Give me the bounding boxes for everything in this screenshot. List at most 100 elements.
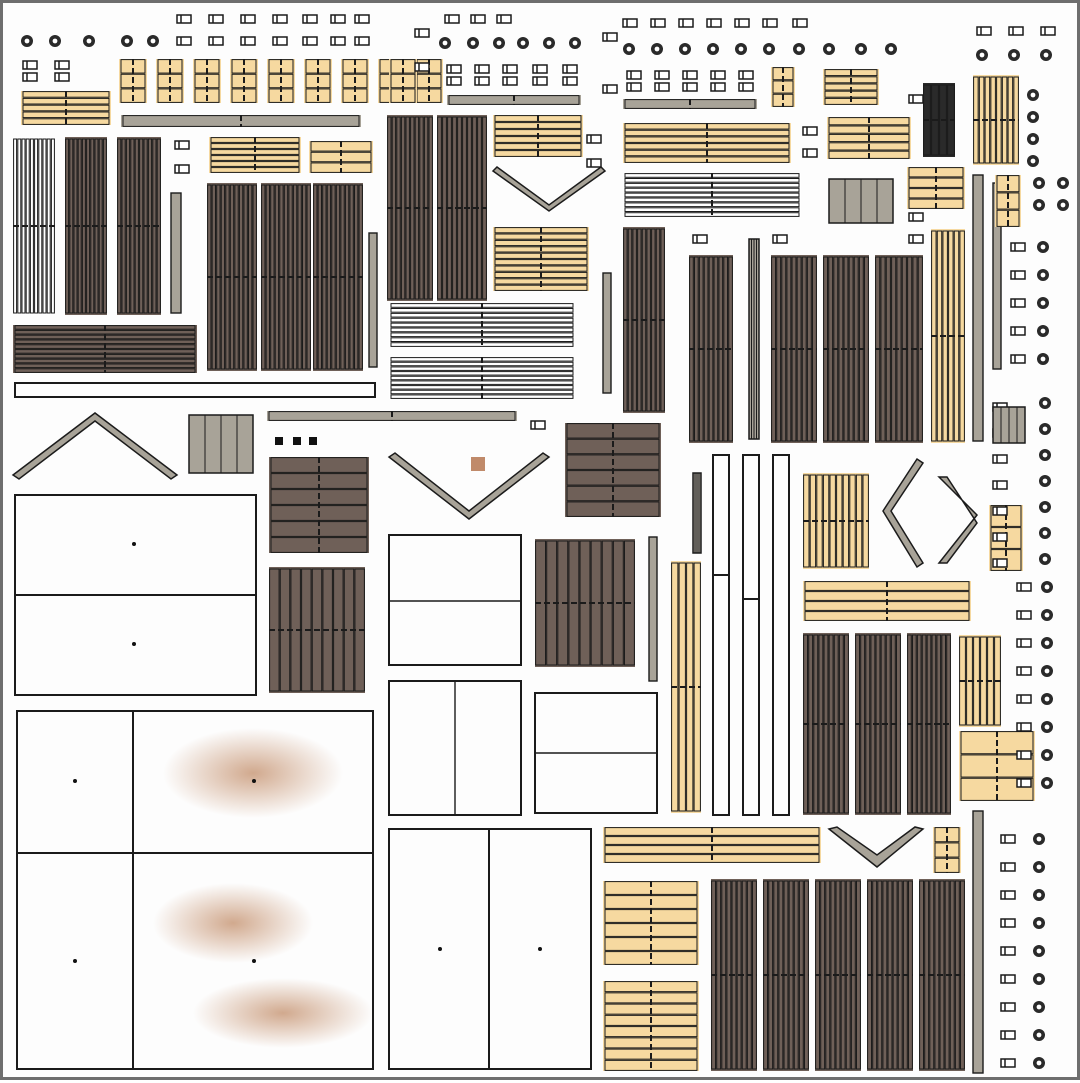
plank-block-vertical: [623, 227, 665, 413]
plank-block-vertical: [875, 255, 923, 443]
plank-block-horizontal: [21, 91, 111, 125]
post: [972, 810, 984, 1074]
bolt-part: [272, 36, 288, 46]
bolt-part: [1000, 1030, 1016, 1040]
bolt-part: [174, 164, 190, 174]
bolt-part: [602, 32, 618, 42]
plank-block-horizontal: [121, 115, 361, 127]
bolt-part: [208, 14, 224, 24]
plank-block-horizontal: [623, 99, 757, 109]
plank-block-horizontal: [13, 325, 197, 373]
small-plank-tile: [119, 59, 147, 103]
gear-part: [1037, 353, 1049, 365]
plank-block-horizontal: [603, 981, 699, 1071]
bolt-part: [354, 36, 370, 46]
bolt-part: [496, 14, 512, 24]
bolt-part: [272, 14, 288, 24]
small-plank-tile: [959, 731, 1035, 801]
small-plank-tile: [995, 175, 1021, 227]
plank-block-vertical: [907, 633, 951, 815]
small-plank-tile: [193, 59, 221, 103]
bolt-part: [738, 70, 754, 80]
fence-lattice-piece: [828, 178, 894, 224]
chain-piece: [692, 472, 702, 554]
plank-block-vertical: [931, 229, 965, 443]
gear-part: [1033, 861, 1045, 873]
gear-part: [467, 37, 479, 49]
gear-part: [679, 43, 691, 55]
gear-part: [651, 43, 663, 55]
plank-block-horizontal: [565, 423, 661, 517]
plank-block-vertical: [13, 137, 55, 315]
plank-block-horizontal: [823, 69, 879, 105]
dark-wood-panel-center-bottom: [388, 534, 658, 1070]
gear-part: [1027, 133, 1039, 145]
bolt-part: [174, 140, 190, 150]
gear-part: [885, 43, 897, 55]
bolt-part: [992, 506, 1008, 516]
bolt-part: [1010, 326, 1026, 336]
gear-part: [1039, 475, 1051, 487]
small-plank-tile: [156, 59, 184, 103]
bolt-part: [444, 14, 460, 24]
plank-block-vertical: [919, 879, 965, 1071]
bolt-part: [1000, 890, 1016, 900]
bolt-part: [992, 454, 1008, 464]
bolt-part: [1010, 270, 1026, 280]
plank-block-vertical: [803, 633, 849, 815]
gear-part: [1033, 945, 1045, 957]
bolt-part: [176, 14, 192, 24]
bolt-part: [54, 60, 70, 70]
gear-part: [1041, 637, 1053, 649]
bolt-part: [354, 14, 370, 24]
bolt-part: [992, 532, 1008, 542]
gear-part: [1008, 49, 1020, 61]
bolt-part: [908, 94, 924, 104]
gear-part: [1039, 397, 1051, 409]
bolt-part: [710, 70, 726, 80]
gear-part: [1033, 177, 1045, 189]
small-hardware-parts: [21, 14, 1069, 1069]
bolt-part: [738, 82, 754, 92]
bolt-part: [176, 36, 192, 46]
bolt-part: [992, 558, 1008, 568]
bolt-part: [802, 148, 818, 158]
gear-part: [763, 43, 775, 55]
bolt-part: [1016, 778, 1032, 788]
bolt-part: [302, 36, 318, 46]
bolt-part: [682, 82, 698, 92]
plank-block-vertical: [261, 183, 311, 371]
bolt-part: [1000, 974, 1016, 984]
small-plank-tile: [341, 59, 369, 103]
plank-block-vertical: [65, 137, 107, 315]
bolt-part: [706, 18, 722, 28]
small-plank-tile: [267, 59, 295, 103]
plank-block-vertical: [117, 137, 161, 315]
bolt-part: [502, 76, 518, 86]
small-plank-tile: [933, 827, 961, 873]
bracket-piece: [992, 406, 1026, 444]
bolt-part: [414, 62, 430, 72]
fence-lattice-piece: [188, 414, 254, 474]
plank-block-horizontal: [267, 411, 517, 421]
bolt-part: [650, 18, 666, 28]
gear-part: [1041, 609, 1053, 621]
plank-block-horizontal: [623, 173, 801, 217]
bolt-part: [1016, 666, 1032, 676]
gear-part: [1037, 325, 1049, 337]
gear-part: [1040, 49, 1052, 61]
bolt-part: [1000, 862, 1016, 872]
bolt-part: [414, 28, 430, 38]
bolt-part: [654, 70, 670, 80]
gear-part: [569, 37, 581, 49]
post: [602, 272, 612, 394]
gear-part: [543, 37, 555, 49]
bolt-part: [992, 480, 1008, 490]
plank-block-vertical: [803, 473, 869, 569]
gear-part: [1041, 665, 1053, 677]
gear-part: [623, 43, 635, 55]
plank-block-vertical: [387, 115, 433, 301]
bolt-part: [976, 26, 992, 36]
bolt-part: [762, 18, 778, 28]
bolt-part: [474, 64, 490, 74]
